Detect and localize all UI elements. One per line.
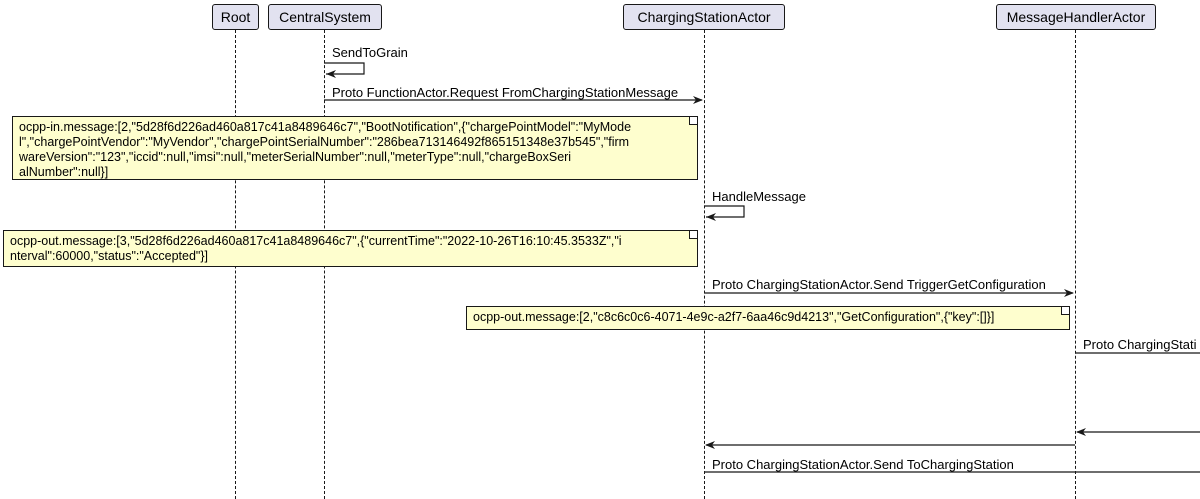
message-label-send-to-charging-station: Proto ChargingStationActor.Send ToChargi… [712, 457, 1014, 472]
participant-central-system: CentralSystem [268, 4, 382, 30]
note-ocpp-out-get-configuration: ocpp-out.message:[2,"c8c6c0c6-4071-4e9c-… [466, 306, 1070, 330]
note-fold-corner [689, 231, 697, 239]
note-line: ocpp-out.message:[3,"5d28f6d226ad460a817… [10, 234, 622, 248]
lifeline-message-handler-actor [1075, 30, 1076, 499]
message-arrow-return-to-message-handler [1076, 428, 1200, 436]
note-line: nterval":60000,"status":"Accepted"}] [10, 249, 208, 263]
message-arrow-trigger-get-configuration [704, 289, 1074, 297]
message-label-proto-charging-station-outgoing: Proto ChargingStati [1083, 337, 1197, 352]
note-line: ocpp-out.message:[2,"c8c6c0c6-4071-4e9c-… [473, 310, 995, 324]
message-label-request-from-charging-station: Proto FunctionActor.Request FromCharging… [332, 85, 679, 100]
message-label-handle-message: HandleMessage [712, 189, 806, 204]
note-fold-corner [689, 117, 697, 125]
note-line: l","chargePointVendor":"MyVendor","charg… [19, 135, 630, 149]
message-label-trigger-get-configuration: Proto ChargingStationActor.Send TriggerG… [712, 277, 1046, 292]
note-ocpp-in-boot-notification: ocpp-in.message:[2,"5d28f6d226ad460a817c… [12, 116, 698, 180]
lifeline-charging-station-actor [704, 30, 705, 499]
note-fold-corner [1061, 307, 1069, 315]
note-line: ocpp-in.message:[2,"5d28f6d226ad460a817c… [19, 120, 632, 134]
participant-root: Root [212, 4, 259, 30]
message-arrow-return-to-charging-station-actor [705, 441, 1075, 449]
note-line: wareVersion":"123","iccid":null,"imsi":n… [19, 150, 572, 164]
message-label-send-to-grain: SendToGrain [332, 45, 408, 60]
message-arrow-send-to-grain [324, 62, 365, 78]
note-line: alNumber":null}] [19, 165, 109, 179]
participant-charging-station-actor: ChargingStationActor [623, 4, 785, 30]
message-arrow-request-from-charging-station [324, 96, 703, 104]
participant-message-handler-actor: MessageHandlerActor [996, 4, 1156, 30]
message-arrow-handle-message [704, 205, 745, 221]
note-ocpp-out-boot-response: ocpp-out.message:[3,"5d28f6d226ad460a817… [3, 230, 698, 267]
